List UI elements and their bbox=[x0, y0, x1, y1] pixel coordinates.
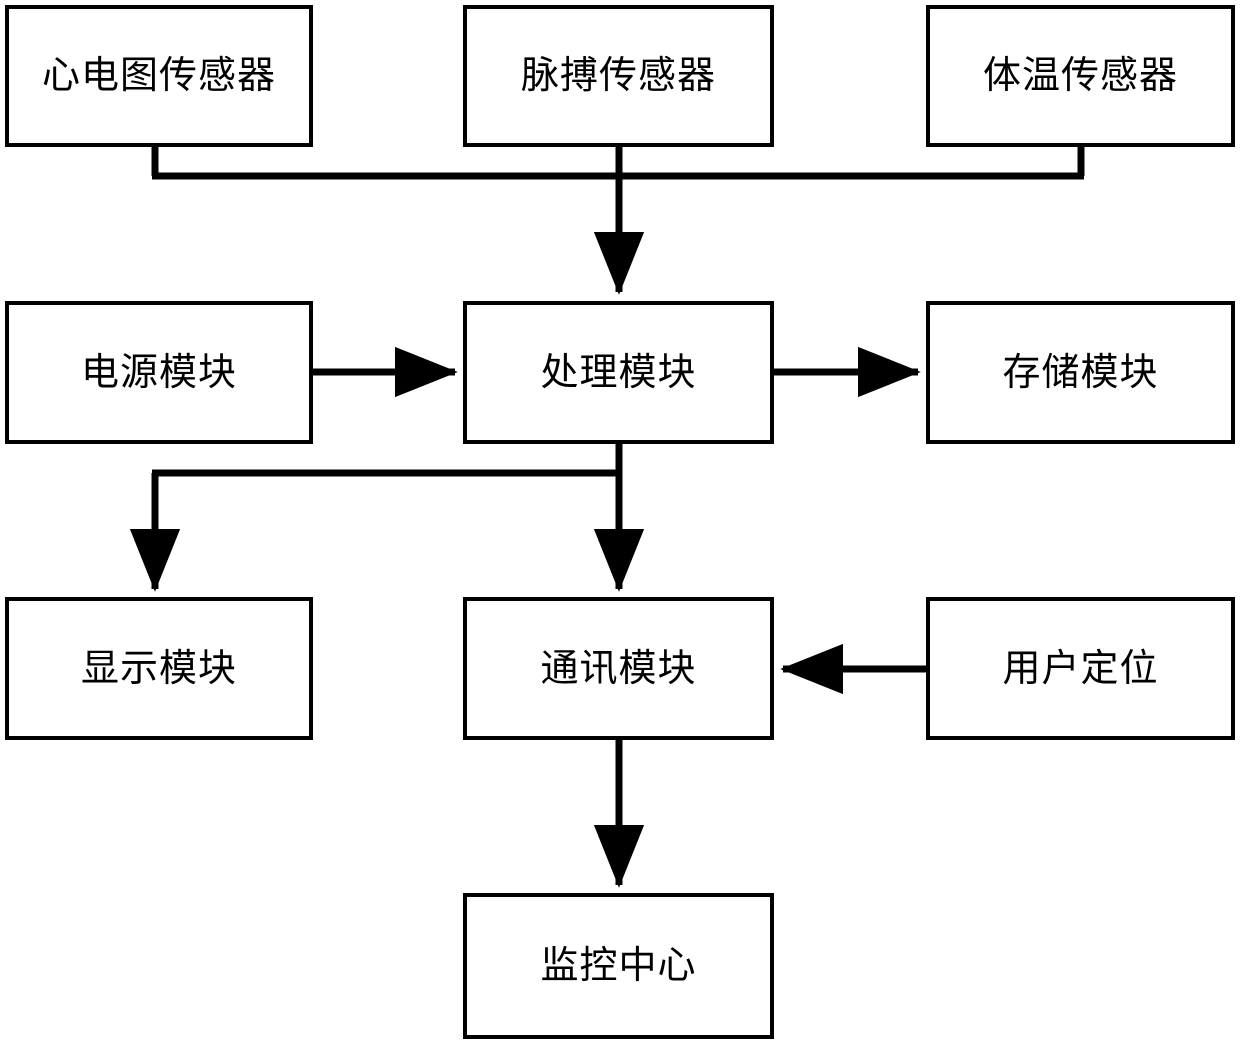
node-label-pulse-sensor: 脉搏传感器 bbox=[520, 53, 716, 98]
node-label-ecg-sensor: 心电图传感器 bbox=[41, 53, 276, 98]
node-storage-module[interactable]: 存储模块 bbox=[926, 301, 1235, 444]
node-pulse-sensor[interactable]: 脉搏传感器 bbox=[463, 5, 774, 147]
node-display-module[interactable]: 显示模块 bbox=[5, 597, 313, 740]
node-label-temperature-sensor: 体温传感器 bbox=[982, 53, 1178, 98]
node-user-location[interactable]: 用户定位 bbox=[926, 597, 1235, 740]
node-power-module[interactable]: 电源模块 bbox=[5, 301, 313, 444]
node-monitoring-center[interactable]: 监控中心 bbox=[463, 893, 774, 1039]
node-label-power-module: 电源模块 bbox=[80, 349, 237, 394]
node-label-communication-module: 通讯模块 bbox=[540, 645, 697, 690]
node-communication-module[interactable]: 通讯模块 bbox=[463, 597, 774, 740]
node-label-processing-module: 处理模块 bbox=[540, 349, 697, 394]
node-label-storage-module: 存储模块 bbox=[1002, 349, 1159, 394]
node-label-monitoring-center: 监控中心 bbox=[540, 943, 697, 988]
node-ecg-sensor[interactable]: 心电图传感器 bbox=[5, 5, 313, 147]
node-processing-module[interactable]: 处理模块 bbox=[463, 301, 774, 444]
node-temperature-sensor[interactable]: 体温传感器 bbox=[926, 5, 1235, 147]
node-label-display-module: 显示模块 bbox=[80, 645, 237, 690]
node-label-user-location: 用户定位 bbox=[1002, 645, 1159, 690]
